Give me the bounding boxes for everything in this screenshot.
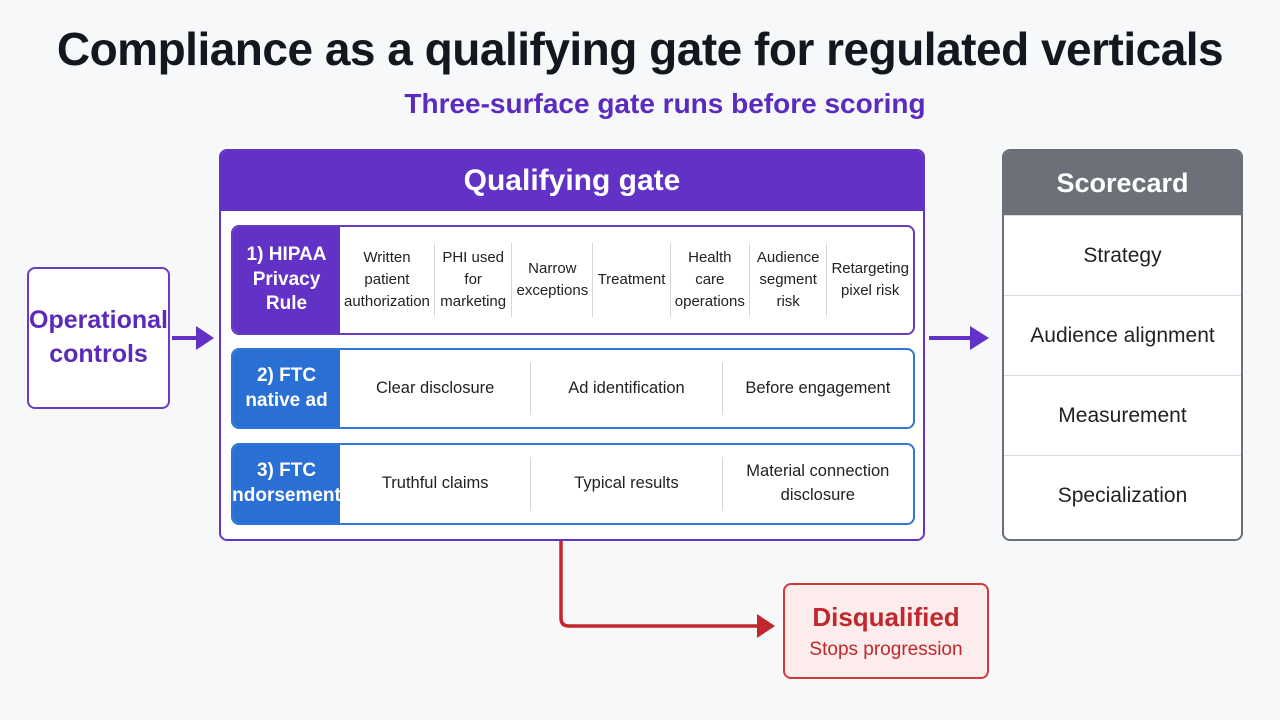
disqualified-title: Disqualified (812, 601, 960, 632)
disqualified-box: Disqualified Stops progression (783, 583, 989, 679)
scorecard-item: Strategy (1004, 215, 1241, 295)
row-cell: Typical results (530, 456, 721, 512)
qualifying-gate-panel: Qualifying gate 1) HIPAA Privacy Rule Wr… (219, 149, 925, 541)
row-cell: Health care operations (669, 242, 749, 318)
row-cell: Audience segment risk (748, 242, 827, 318)
row-label: 2) FTC native ad (233, 350, 340, 427)
gate-header: Qualifying gate (221, 151, 923, 211)
row-cell: Narrow exceptions (511, 242, 592, 318)
row-cells: Truthful claims Typical results Material… (340, 445, 913, 523)
arrow-gate-to-disqualified (559, 541, 775, 638)
row-cell: Before engagement (721, 361, 913, 416)
row-cells: Clear disclosure Ad identification Befor… (340, 350, 913, 427)
scorecard-item: Specialization (1004, 455, 1241, 535)
row-cell: Written patient authorization (344, 249, 430, 310)
gate-row-ftc-endorsements: 3) FTC endorsements Truthful claims Typi… (231, 443, 915, 525)
row-cells: Written patient authorization PHI used f… (340, 227, 913, 333)
scorecard-item: Measurement (1004, 375, 1241, 455)
row-cell: Ad identification (530, 361, 721, 416)
diagram-title: Compliance as a qualifying gate for regu… (56, 23, 1224, 75)
row-cell: Clear disclosure (376, 378, 495, 397)
disqualified-subtitle: Stops progression (809, 638, 963, 660)
row-cell: Truthful claims (381, 474, 489, 493)
row-cell: Retargeting pixel risk (826, 242, 913, 318)
operational-controls-box: Operational controls (27, 267, 170, 409)
row-label: 1) HIPAA Privacy Rule (233, 227, 340, 333)
row-label: 3) FTC endorsements (233, 445, 351, 523)
gate-row-hipaa: 1) HIPAA Privacy Rule Written patient au… (231, 225, 915, 335)
arrow-ops-to-gate (172, 326, 214, 350)
row-cell: Treatment (592, 242, 670, 318)
arrow-gate-to-scorecard (929, 326, 989, 350)
scorecard-panel: Scorecard Strategy Audience alignment Me… (1002, 149, 1243, 541)
row-cell: Material connection disclosure (721, 456, 913, 512)
diagram-subtitle: Three-surface gate runs before scoring (404, 88, 926, 119)
gate-row-ftc-native-ad: 2) FTC native ad Clear disclosure Ad ide… (231, 348, 915, 429)
scorecard-item: Audience alignment (1004, 295, 1241, 375)
scorecard-header: Scorecard (1004, 151, 1241, 215)
row-cell: PHI used for marketing (433, 242, 512, 318)
